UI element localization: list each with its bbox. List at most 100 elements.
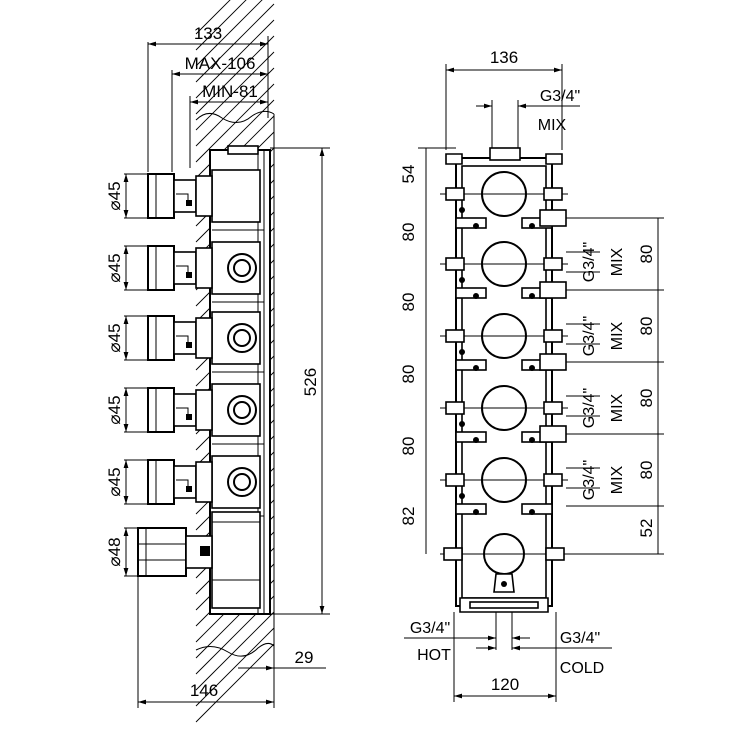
right-dim-3: 80	[637, 389, 656, 408]
front-lug	[543, 329, 563, 343]
side-port-inner	[233, 329, 251, 347]
outlet-mix-2: MIX	[609, 321, 626, 350]
side-port-inner	[233, 473, 251, 491]
side-handle-mark	[200, 546, 210, 556]
side-handle-mark	[186, 342, 192, 348]
side-handle-neck	[173, 179, 197, 213]
dim-146: 146	[190, 681, 218, 700]
side-handle-neck	[173, 321, 197, 355]
outlet-thread-2: G3/4"	[581, 316, 598, 356]
left-dim-6: 82	[399, 507, 418, 526]
hatch-line	[195, 67, 275, 147]
front-right-dims: 80 80 80 80 52	[637, 218, 659, 554]
side-handle	[147, 459, 175, 505]
outlet-thread-3: G3/4"	[581, 388, 598, 428]
dim-526: 526	[301, 368, 320, 396]
left-dim-5: 80	[399, 437, 418, 456]
front-outlet	[539, 281, 567, 299]
dia-label-5: ⌀45	[105, 467, 124, 496]
dim-min-81: MIN-81	[202, 82, 258, 101]
dim-133: 133	[194, 24, 222, 43]
dia-label-3: ⌀45	[105, 323, 124, 352]
side-handle-neck	[173, 465, 197, 499]
front-screw	[529, 365, 535, 371]
front-lug	[543, 401, 563, 415]
front-outlet	[539, 353, 567, 371]
front-lug	[543, 257, 563, 271]
hatch-line	[195, 19, 275, 99]
side-handle-mark	[186, 414, 192, 420]
front-screw	[529, 437, 535, 443]
dia-label-1: ⌀45	[105, 181, 124, 210]
outlet-mix-3: MIX	[609, 393, 626, 422]
front-mixer	[440, 533, 568, 593]
front-screw	[459, 493, 465, 499]
front-screw	[473, 293, 479, 299]
side-top-dims: 133 MAX-106 MIN-81	[147, 24, 269, 172]
dim-29: 29	[295, 648, 314, 667]
front-view: 136 G3/4" MIX 54 80 80 80 80 82 80 80 80	[399, 48, 664, 702]
side-handle	[147, 173, 175, 219]
front-clip	[455, 359, 487, 371]
front-left-dims: 54 80 80 80 80 82	[399, 147, 456, 554]
left-dim-4: 80	[399, 365, 418, 384]
right-dim-5: 52	[637, 519, 656, 538]
side-handle-base	[195, 175, 213, 217]
front-clip	[455, 287, 487, 299]
right-dim-4: 80	[637, 461, 656, 480]
front-screw	[459, 349, 465, 355]
hatch-line	[195, 627, 275, 707]
hot-thread-label: G3/4"	[410, 620, 450, 637]
dim-136: 136	[490, 48, 518, 67]
hot-label: HOT	[417, 647, 451, 664]
top-thread-label: G3/4"	[540, 88, 580, 105]
outlet-labels: G3/4" MIX G3/4" MIX G3/4" MIX G3/4" MIX	[581, 242, 626, 500]
side-port-inner	[233, 401, 251, 419]
front-lug	[445, 187, 465, 201]
front-lug	[543, 187, 563, 201]
dia-label-6: ⌀48	[105, 537, 124, 566]
side-handle-base	[195, 461, 213, 503]
front-outlet	[539, 209, 567, 227]
side-handle-base	[195, 247, 213, 289]
diameter-labels: ⌀45 ⌀45 ⌀45 ⌀45 ⌀45 ⌀48	[105, 181, 124, 566]
side-handle-neck	[173, 251, 197, 285]
cold-label: COLD	[560, 660, 604, 677]
side-handle-base	[195, 389, 213, 431]
front-body	[445, 147, 563, 613]
side-handle	[147, 387, 175, 433]
right-dim-2: 80	[637, 317, 656, 336]
dim-max-106: MAX-106	[185, 54, 256, 73]
front-screw	[529, 509, 535, 515]
outlet-thread-1: G3/4"	[581, 242, 598, 282]
side-handle	[147, 245, 175, 291]
front-screw	[473, 223, 479, 229]
front-clip	[521, 503, 553, 515]
side-view: 133 MAX-106 MIN-81 ⌀45 ⌀45 ⌀45 ⌀45 ⌀45 ⌀…	[105, 0, 330, 723]
side-height-dim: 526	[270, 147, 330, 615]
left-dim-2: 80	[399, 223, 418, 242]
front-screw	[459, 277, 465, 283]
left-dim-1: 54	[399, 165, 418, 184]
front-lug	[445, 473, 465, 487]
front-clip	[455, 503, 487, 515]
side-handle-neck	[173, 393, 197, 427]
front-screw	[473, 437, 479, 443]
side-handle-neck	[185, 535, 213, 569]
front-clip	[455, 431, 487, 443]
front-clip	[455, 217, 487, 229]
side-handle-mark	[186, 200, 192, 206]
side-port-inner	[233, 259, 251, 277]
right-dim-1: 80	[637, 245, 656, 264]
outlet-mix-1: MIX	[609, 247, 626, 276]
top-mix-label: MIX	[538, 117, 567, 134]
side-handle-mark	[186, 486, 192, 492]
front-lug	[445, 401, 465, 415]
front-screw	[529, 293, 535, 299]
front-screw	[459, 421, 465, 427]
hatch-line	[195, 0, 247, 51]
hatch-line	[195, 643, 275, 723]
front-lug	[445, 329, 465, 343]
